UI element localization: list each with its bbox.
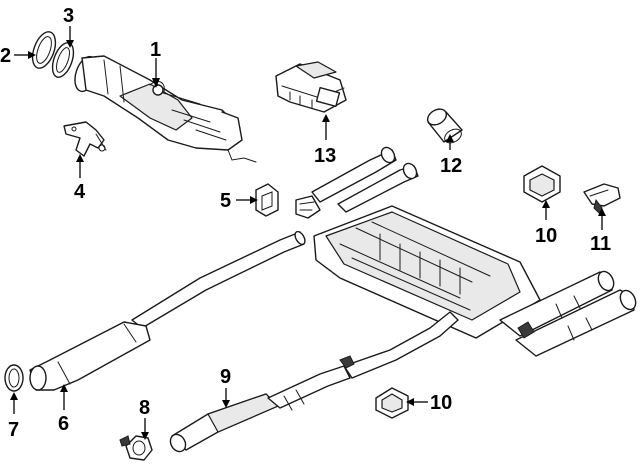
callout-2: 2 (0, 45, 11, 67)
part-4-bracket (63, 121, 107, 157)
part-2-gasket (31, 31, 57, 69)
callout-10-lower: 10 (430, 392, 452, 414)
part-10-mount-lower (375, 387, 409, 419)
callout-3: 3 (63, 5, 74, 27)
callout-12: 12 (440, 155, 462, 177)
callout-1: 1 (150, 39, 161, 61)
intermediate-pipe (131, 230, 306, 329)
callout-5: 5 (220, 190, 231, 212)
leader-lines (10, 26, 606, 440)
part-6-front-resonator (29, 321, 151, 391)
part-1-catalytic-converter (74, 55, 257, 163)
callout-4: 4 (74, 181, 86, 203)
callout-labels: 1 2 3 4 5 6 7 8 9 10 10 11 12 13 (0, 5, 611, 441)
part-7-clamp (4, 364, 24, 392)
part-9-center-resonator (169, 311, 459, 453)
part-12-exhaust-tip-sleeve (426, 108, 463, 144)
callout-9: 9 (220, 366, 231, 388)
callout-11: 11 (590, 233, 611, 255)
callout-8: 8 (139, 397, 150, 419)
part-13-control-module (275, 61, 347, 113)
callout-13: 13 (314, 145, 336, 167)
part-8-clamp (119, 435, 153, 461)
callout-6: 6 (58, 413, 69, 435)
part-5-hanger (255, 183, 279, 217)
callout-7: 7 (8, 419, 19, 441)
part-10-mount-upper (523, 165, 561, 203)
rear-muffler-assembly (295, 146, 637, 357)
callout-10-upper: 10 (535, 225, 557, 247)
